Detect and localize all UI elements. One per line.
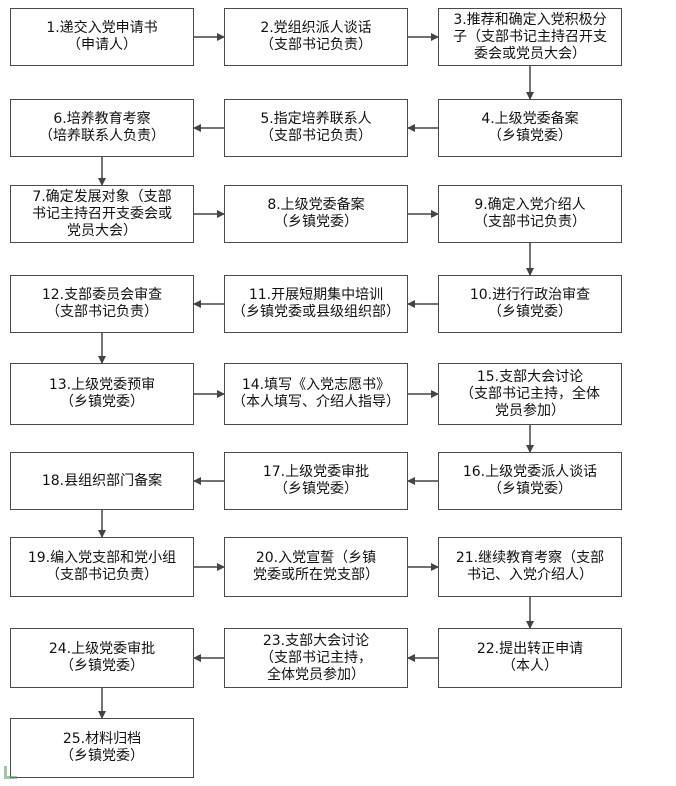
step-box-6: 6.培养教育考察（培养联系人负责） [10, 99, 194, 157]
step-box-15: 15.支部大会讨论（支部书记主持，全体党员参加） [438, 363, 622, 425]
step-21-line-1: 21.继续教育考察（支部 [455, 550, 605, 566]
step-box-7: 7.确定发展对象（支部书记主持召开支委会或党员大会） [10, 185, 194, 243]
step-1-line-1: 1.递交入党申请书 [46, 20, 158, 36]
step-11-line-2: （乡镇党委或县级组织部） [232, 304, 400, 320]
step-10-line-1: 10.进行行政治审查 [469, 287, 591, 303]
step-box-25: 25.材料归档（乡镇党委） [10, 718, 194, 778]
step-3-line-2: 子（支部书记主持召开支 [453, 28, 607, 45]
step-box-18: 18.县组织部门备案 [10, 452, 194, 510]
step-4-line-1: 4.上级党委备案 [481, 111, 579, 127]
step-box-23: 23.支部大会讨论（支部书记主持，全体党员参加） [224, 628, 408, 688]
step-6-line-1: 6.培养教育考察 [53, 111, 151, 127]
step-10-line-2: （乡镇党委） [488, 304, 572, 320]
step-box-10: 10.进行行政治审查（乡镇党委） [438, 275, 622, 333]
step-15-line-2: （支部书记主持，全体 [460, 385, 600, 402]
step-17-line-1: 17.上级党委审批 [262, 464, 370, 480]
step-13-line-2: （乡镇党委） [60, 394, 144, 410]
step-box-12: 12.支部委员会审查（支部书记负责） [10, 275, 194, 333]
step-box-5: 5.指定培养联系人（支部书记负责） [224, 99, 408, 157]
step-18-line-1: 18.县组织部门备案 [41, 472, 163, 489]
step-19-line-2: （支部书记负责） [46, 567, 158, 583]
step-22-line-1: 22.提出转正申请 [476, 641, 584, 657]
step-20-line-1: 20.入党宣誓（乡镇 [255, 550, 377, 566]
step-box-16: 16.上级党委派人谈话（乡镇党委） [438, 452, 622, 510]
step-box-20: 20.入党宣誓（乡镇党委或所在党支部） [224, 537, 408, 597]
step-box-14: 14.填写《入党志愿书》（本人填写、介绍人指导） [224, 363, 408, 425]
step-2-line-1: 2.党组织派人谈话 [260, 20, 372, 36]
step-15-line-1: 15.支部大会讨论 [476, 368, 584, 385]
step-box-8: 8.上级党委备案（乡镇党委） [224, 185, 408, 243]
step-box-1: 1.递交入党申请书（申请人） [10, 8, 194, 66]
step-box-17: 17.上级党委审批（乡镇党委） [224, 452, 408, 510]
step-9-line-2: （支部书记负责） [474, 214, 586, 230]
step-6-line-2: （培养联系人负责） [39, 128, 165, 144]
step-box-13: 13.上级党委预审（乡镇党委） [10, 363, 194, 425]
step-4-line-2: （乡镇党委） [488, 128, 572, 144]
step-12-line-2: （支部书记负责） [46, 304, 158, 320]
step-box-11: 11.开展短期集中培训（乡镇党委或县级组织部） [224, 275, 408, 333]
step-box-24: 24.上级党委审批（乡镇党委） [10, 628, 194, 688]
step-14-line-1: 14.填写《入党志愿书》 [241, 377, 391, 393]
step-5-line-2: （支部书记负责） [260, 128, 372, 144]
step-box-22: 22.提出转正申请（本人） [438, 628, 622, 688]
step-13-line-1: 13.上级党委预审 [48, 377, 156, 393]
step-1-line-2: （申请人） [67, 37, 137, 53]
step-24-line-2: （乡镇党委） [60, 658, 144, 674]
step-box-9: 9.确定入党介绍人（支部书记负责） [438, 185, 622, 243]
step-19-line-1: 19.编入党支部和党小组 [27, 550, 177, 566]
step-7-line-2: 书记主持召开支委会或 [32, 205, 172, 222]
step-2-line-2: （支部书记负责） [260, 37, 372, 53]
step-3-line-3: 委会或党员大会） [474, 45, 586, 62]
step-box-21: 21.继续教育考察（支部书记、入党介绍人） [438, 537, 622, 597]
step-5-line-1: 5.指定培养联系人 [260, 111, 372, 127]
step-box-2: 2.党组织派人谈话（支部书记负责） [224, 8, 408, 66]
step-16-line-2: （乡镇党委） [488, 481, 572, 497]
step-24-line-1: 24.上级党委审批 [48, 641, 156, 657]
step-16-line-1: 16.上级党委派人谈话 [462, 464, 598, 480]
step-15-line-3: 党员参加） [495, 402, 565, 419]
step-11-line-1: 11.开展短期集中培训 [248, 287, 384, 303]
step-25-line-1: 25.材料归档 [62, 731, 142, 747]
step-14-line-2: （本人填写、介绍人指导） [232, 394, 400, 410]
step-box-4: 4.上级党委备案（乡镇党委） [438, 99, 622, 157]
step-8-line-1: 8.上级党委备案 [267, 197, 365, 213]
step-22-line-2: （本人） [502, 658, 558, 674]
step-12-line-1: 12.支部委员会审查 [41, 287, 163, 303]
step-21-line-2: 书记、入党介绍人） [467, 567, 593, 583]
step-17-line-2: （乡镇党委） [274, 481, 358, 497]
step-23-line-1: 23.支部大会讨论 [262, 632, 370, 649]
step-23-line-2: （支部书记主持， [260, 649, 372, 666]
step-8-line-2: （乡镇党委） [274, 214, 358, 230]
step-7-line-3: 党员大会） [67, 222, 137, 239]
step-box-19: 19.编入党支部和党小组（支部书记负责） [10, 537, 194, 597]
step-23-line-3: 全体党员参加） [267, 666, 365, 683]
step-3-line-1: 3.推荐和确定入党积极分 [453, 11, 607, 28]
step-9-line-1: 9.确定入党介绍人 [474, 197, 586, 213]
step-20-line-2: 党委或所在党支部） [253, 567, 379, 583]
step-7-line-1: 7.确定发展对象（支部 [32, 188, 172, 205]
corner-decoration [4, 766, 17, 779]
step-box-3: 3.推荐和确定入党积极分子（支部书记主持召开支委会或党员大会） [438, 8, 622, 66]
step-25-line-2: （乡镇党委） [60, 748, 144, 764]
